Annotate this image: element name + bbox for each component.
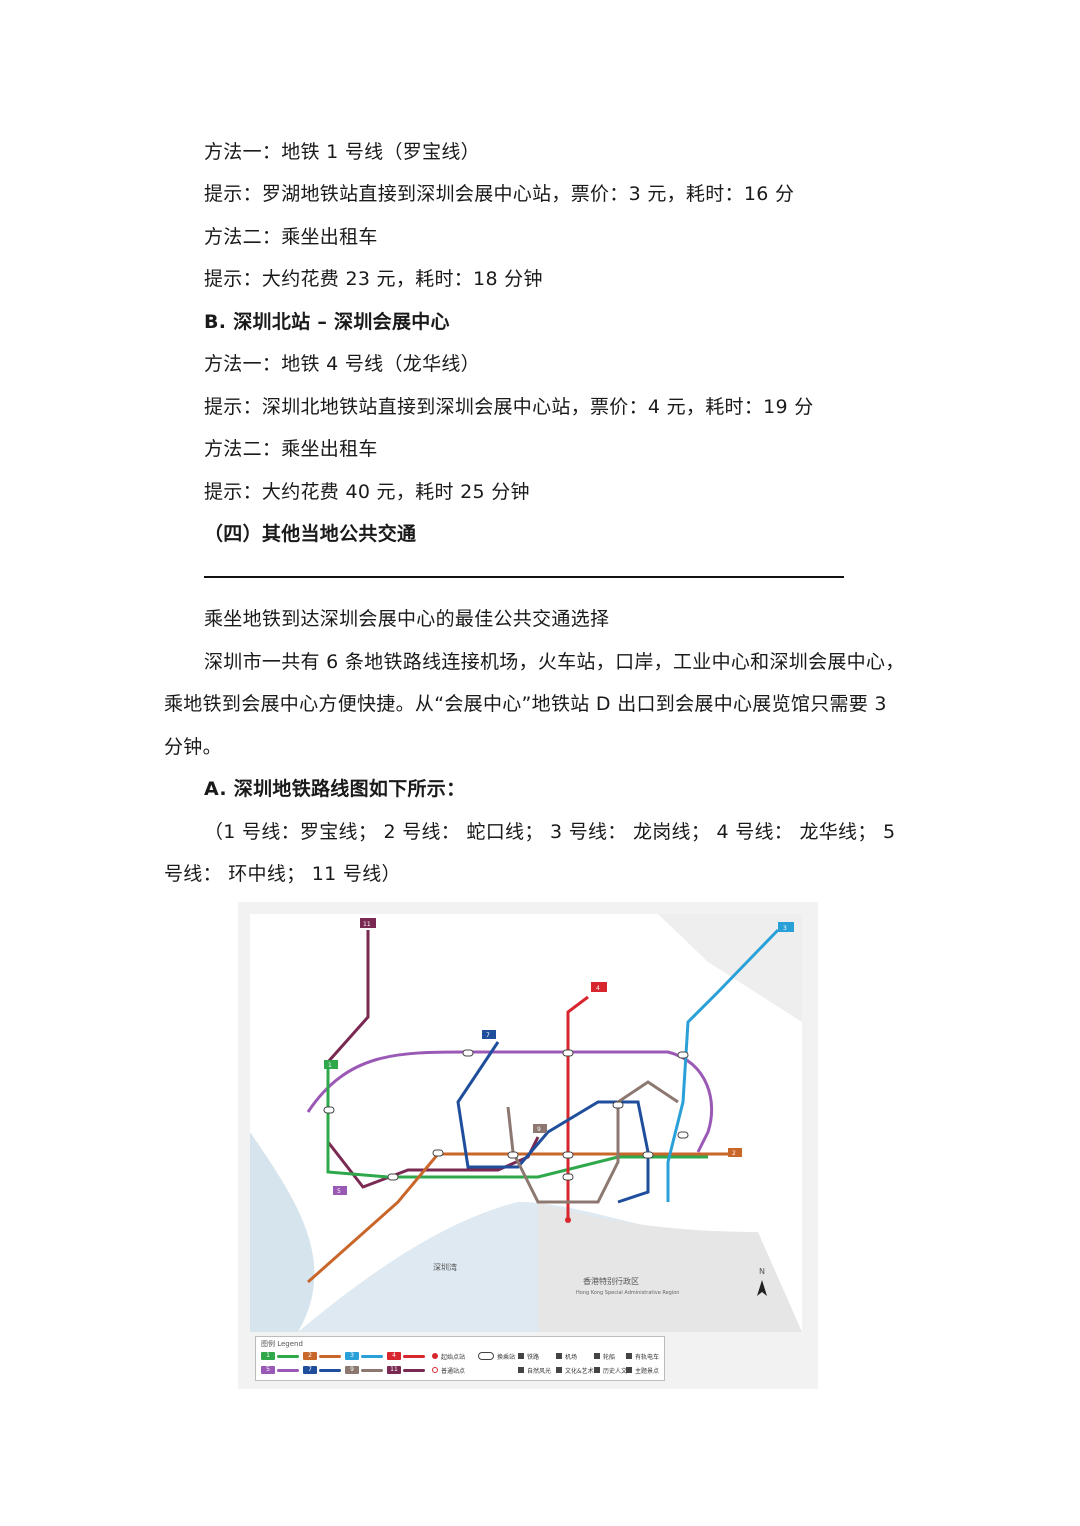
- legend-culture: 文化&艺术: [556, 1365, 594, 1375]
- legend-tram: 有轨电车: [626, 1351, 659, 1361]
- tip-taxi-40: 提示：大约花费 40 元，耗时 25 分钟: [204, 481, 530, 503]
- legend-line-7: 7: [303, 1365, 341, 1375]
- hk-label-en: Hong Kong Special Administrative Region: [576, 1290, 679, 1296]
- metro-line-7: [456, 1041, 650, 1204]
- line-11-badge: 11: [360, 918, 376, 928]
- legend-line-11: 11: [387, 1365, 425, 1375]
- svg-text:4: 4: [596, 985, 600, 992]
- legend-terminal: 起始点站: [432, 1351, 465, 1361]
- svg-text:11: 11: [363, 921, 371, 928]
- method-two-taxi-b: 方法二：乘坐出租车: [204, 438, 378, 460]
- line-list-2: 号线： 环中线； 11 号线）: [164, 863, 401, 885]
- legend-theme: 主题景点: [626, 1365, 659, 1375]
- legend-line-4: 4: [387, 1351, 425, 1361]
- section-a-map-heading: A. 深圳地铁路线图如下所示：: [204, 778, 466, 800]
- svg-text:9: 9: [537, 1126, 541, 1133]
- paragraph-metro-3: 分钟。: [164, 736, 222, 758]
- section-b-heading: B. 深圳北站 – 深圳会展中心: [204, 311, 450, 333]
- transfer-pill-icon: [478, 1352, 494, 1360]
- svg-text:1: 1: [328, 1062, 332, 1069]
- line-7-badge: 7: [482, 1030, 496, 1039]
- method-one-line4: 方法一：地铁 4 号线（龙华线）: [204, 353, 480, 375]
- svg-text:N: N: [759, 1267, 765, 1276]
- railway-icon: [518, 1353, 524, 1359]
- bay-label: 深圳湾: [433, 1262, 457, 1272]
- legend-line-1: 1: [261, 1351, 299, 1361]
- paragraph-metro-2: 乘地铁到会展中心方便快捷。从“会展中心”地铁站 D 出口到会展中心展览馆只需要 …: [164, 693, 887, 715]
- compass-icon: N: [757, 1267, 767, 1296]
- paragraph-best-choice: 乘坐地铁到达深圳会展中心的最佳公共交通选择: [204, 608, 610, 630]
- legend-railway: 铁路: [518, 1351, 539, 1361]
- map-hk-region: [538, 1202, 802, 1332]
- tram-icon: [626, 1353, 632, 1359]
- map-legend: 图例 Legend 1 2 3 4 5 7 9 11: [255, 1336, 665, 1381]
- svg-text:7: 7: [486, 1032, 490, 1039]
- tip-taxi-23: 提示：大约花费 23 元，耗时：18 分钟: [204, 268, 543, 290]
- metro-line-9: [506, 1080, 679, 1204]
- line-list-1: （1 号线：罗宝线； 2 号线： 蛇口线； 3 号线： 龙岗线； 4 号线： 龙…: [204, 821, 896, 843]
- legend-line-2: 2: [303, 1351, 341, 1361]
- method-two-taxi: 方法二：乘坐出租车: [204, 226, 378, 248]
- paragraph-metro-1: 深圳市一共有 6 条地铁路线连接机场，火车站，口岸，工业中心和深圳会展中心，: [204, 651, 905, 673]
- legend-airport: 机场: [556, 1351, 577, 1361]
- line-1-badge: 1: [324, 1060, 338, 1069]
- nature-icon: [518, 1367, 524, 1373]
- line-2-badge: 2: [728, 1148, 742, 1157]
- horizontal-rule: [204, 576, 844, 578]
- history-icon: [594, 1367, 600, 1373]
- station-circle-icon: [432, 1367, 438, 1373]
- terminal-dot-icon: [432, 1353, 438, 1359]
- transfer-stations: [323, 1049, 689, 1181]
- ship-icon: [594, 1353, 600, 1359]
- legend-history: 历史人文: [594, 1365, 627, 1375]
- metro-map-figure: 深圳湾 香港特别行政区 Hong Kong Special Administra…: [238, 902, 818, 1389]
- metro-map-svg: 深圳湾 香港特别行政区 Hong Kong Special Administra…: [250, 914, 802, 1332]
- line-5-badge: 5: [333, 1186, 347, 1195]
- theme-icon: [626, 1367, 632, 1373]
- airport-icon: [556, 1353, 562, 1359]
- legend-transfer: 换乘站: [478, 1351, 515, 1361]
- map-water-west: [250, 1132, 315, 1332]
- line-9-badge: 9: [533, 1124, 547, 1133]
- legend-ship: 轮船: [594, 1351, 615, 1361]
- legend-line-5: 5: [261, 1365, 299, 1375]
- line-4-badge: 4: [591, 982, 607, 992]
- tip-north-station: 提示：深圳北地铁站直接到深圳会展中心站，票价：4 元，耗时：19 分: [204, 396, 814, 418]
- legend-station: 普通站点: [432, 1365, 465, 1375]
- legend-title: 图例 Legend: [261, 1340, 303, 1348]
- svg-text:3: 3: [783, 925, 787, 932]
- legend-line-3: 3: [345, 1351, 383, 1361]
- svg-text:5: 5: [337, 1188, 341, 1195]
- svg-text:2: 2: [732, 1150, 736, 1157]
- convention-center-station: [565, 1217, 571, 1223]
- hk-label: 香港特别行政区: [583, 1276, 639, 1286]
- section-four-heading: （四）其他当地公共交通: [204, 523, 417, 545]
- culture-icon: [556, 1367, 562, 1373]
- tip-luohu: 提示：罗湖地铁站直接到深圳会展中心站，票价：3 元，耗时：16 分: [204, 183, 795, 205]
- line-3-badge: 3: [778, 922, 794, 932]
- method-one-line1: 方法一：地铁 1 号线（罗宝线）: [204, 141, 480, 163]
- legend-line-9: 9: [345, 1365, 383, 1375]
- metro-line-3: [666, 928, 780, 1202]
- legend-nature: 自然风光: [518, 1365, 551, 1375]
